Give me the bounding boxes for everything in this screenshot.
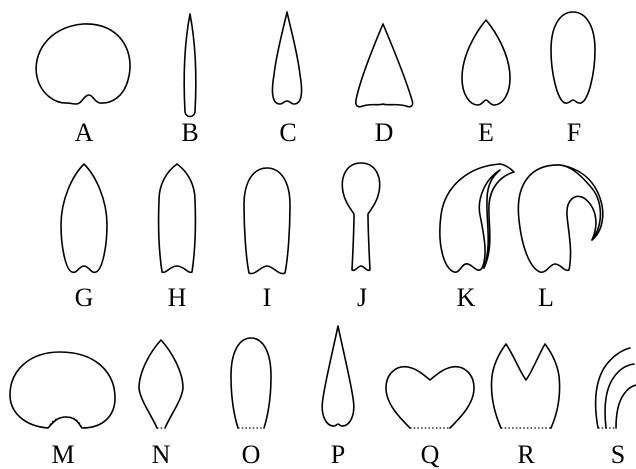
label-F: F xyxy=(567,118,581,147)
shape-O: O xyxy=(231,338,271,469)
shape-I: I xyxy=(244,168,290,312)
label-L: L xyxy=(538,283,554,312)
shape-N: N xyxy=(139,340,183,469)
label-M: M xyxy=(51,440,74,469)
shape-H: H xyxy=(159,164,196,312)
shape-M: M xyxy=(10,352,115,469)
shape-F: F xyxy=(551,12,595,147)
label-R: R xyxy=(517,440,535,469)
shape-R: R xyxy=(491,344,559,469)
label-P: P xyxy=(331,440,345,469)
shape-B: B xyxy=(181,14,198,147)
label-K: K xyxy=(457,283,476,312)
shape-P: P xyxy=(322,326,354,469)
label-C: C xyxy=(279,118,296,147)
shape-J: J xyxy=(342,163,379,312)
shape-K: K xyxy=(440,164,514,312)
label-S: S xyxy=(611,440,625,469)
shape-Q: Q xyxy=(386,367,474,469)
shape-G: G xyxy=(61,164,107,312)
shape-E: E xyxy=(462,20,510,147)
label-H: H xyxy=(168,283,187,312)
shape-S: S xyxy=(596,348,636,469)
label-I: I xyxy=(263,283,272,312)
shape-L: L xyxy=(518,165,602,312)
label-Q: Q xyxy=(421,440,440,469)
shape-A: A xyxy=(36,24,130,147)
shape-D: D xyxy=(356,24,413,147)
label-B: B xyxy=(181,118,198,147)
label-O: O xyxy=(242,440,261,469)
label-D: D xyxy=(375,118,394,147)
label-A: A xyxy=(75,118,94,147)
label-J: J xyxy=(357,283,367,312)
label-N: N xyxy=(152,440,171,469)
label-E: E xyxy=(478,118,494,147)
shape-C: C xyxy=(272,12,301,147)
label-G: G xyxy=(75,283,94,312)
